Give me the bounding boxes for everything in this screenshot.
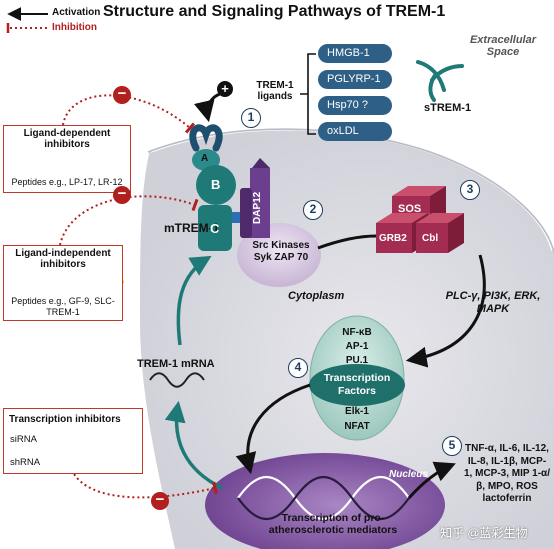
sirna-label: siRNA <box>10 434 37 445</box>
transcription-inhibitors-box <box>3 408 143 474</box>
diagram-title: Structure and Signaling Pathways of TREM… <box>103 3 446 20</box>
domain-c-label: C <box>210 221 220 236</box>
ligand-dependent-title: Ligand-dependent inhibitors <box>23 128 111 150</box>
cytoplasm-label: Cytoplasm <box>288 290 345 302</box>
minus-icon-3: − <box>151 492 169 510</box>
pathways-label: PLC-γ, PI3K, ERK, MAPK <box>445 290 541 315</box>
step-3-badge: 3 <box>460 180 480 200</box>
tf-pu1: PU.1 <box>345 355 369 366</box>
strem1-shape <box>416 60 464 102</box>
grb2-label: GRB2 <box>379 233 407 244</box>
ligand-oxldl: oxLDL <box>318 122 392 141</box>
nucleus-transcription-text: Transcription of pro-atherosclerotic med… <box>268 512 398 536</box>
ligand-independent-box <box>3 245 123 321</box>
ligands-label: TREM-1 ligands <box>256 80 294 102</box>
inhibition-ligand-independent <box>59 195 199 246</box>
domain-b-label: B <box>211 177 221 192</box>
tf-band <box>309 364 405 406</box>
strem1-label: sTREM-1 <box>424 102 472 114</box>
ligand-hmgb1: HMGB-1 <box>318 44 392 63</box>
step-2-badge: 2 <box>303 200 323 220</box>
sos-complex <box>376 186 464 253</box>
kinases-label: Src Kinases Syk ZAP 70 <box>252 240 310 263</box>
tf-label: Transcription Factors <box>323 372 391 397</box>
tf-nfat: NFAT <box>344 421 370 432</box>
legend-inhibition: Inhibition <box>52 22 97 33</box>
minus-icon-1: − <box>113 86 131 104</box>
cell-membrane <box>148 124 554 251</box>
tf-ap1: AP-1 <box>345 341 369 352</box>
mrna-wave <box>149 372 205 388</box>
kinase-ellipse <box>237 223 321 287</box>
nucleus-to-mrna-arrow <box>164 400 223 490</box>
dna-to-mediators-arrow <box>407 461 456 499</box>
sos-label: SOS <box>398 203 422 215</box>
watermark-text: 知乎 @蓝彩生物 <box>440 526 528 540</box>
ligand-dependent-box <box>3 125 131 193</box>
extracellular-label: Extracellular Space <box>469 34 537 59</box>
shrna-label: shRNA <box>10 457 41 468</box>
legend-activation: Activation <box>52 7 101 18</box>
mrna-to-receptor-arrow <box>176 255 212 346</box>
ligand-independent-examples: Peptides e.g., GF-9, SLC-TREM-1 <box>11 296 115 317</box>
tf-nfkb: NF-κB <box>342 327 372 338</box>
step-4-badge: 4 <box>288 358 308 378</box>
minus-icon-2: − <box>113 186 131 204</box>
inhibition-ligand-dependent <box>62 94 196 134</box>
dap12-label: DAP12 <box>252 191 263 224</box>
pathway-arrow <box>405 254 486 368</box>
ligand-bracket <box>300 53 316 135</box>
kinase-to-sos-line <box>317 234 377 250</box>
dna-helix <box>237 475 410 521</box>
inhibition-transcription <box>69 464 218 499</box>
trem1-receptor <box>189 124 270 251</box>
nucleus-label: Nucleus <box>389 469 428 480</box>
cbl-label: Cbl <box>422 233 439 244</box>
mrna-label: TREM-1 mRNA <box>137 358 215 370</box>
ligand-independent-title: Ligand-independent inhibitors <box>15 248 111 270</box>
tf-to-nucleus-arrow <box>235 383 311 475</box>
transcription-inhibitors-title: Transcription inhibitors <box>9 414 121 425</box>
mediators-list: TNF-α, IL-6, IL-12, IL-8, IL-1β, MCP-1, … <box>464 443 550 504</box>
step-5-badge: 5 <box>442 436 462 456</box>
ligand-pglyrp1: PGLYRP-1 <box>318 70 392 89</box>
plus-icon: + <box>217 81 233 97</box>
ligand-dependent-examples: Peptides e.g., LP-17, LR-12 <box>11 177 123 187</box>
ligand-hsp70: Hsp70 ? <box>318 96 392 115</box>
step-1-badge: 1 <box>241 108 261 128</box>
domain-a-label: A <box>201 153 209 164</box>
mtrem1-label: mTREM-1 <box>164 221 220 235</box>
tf-elk1: Elk-1 <box>345 406 369 417</box>
